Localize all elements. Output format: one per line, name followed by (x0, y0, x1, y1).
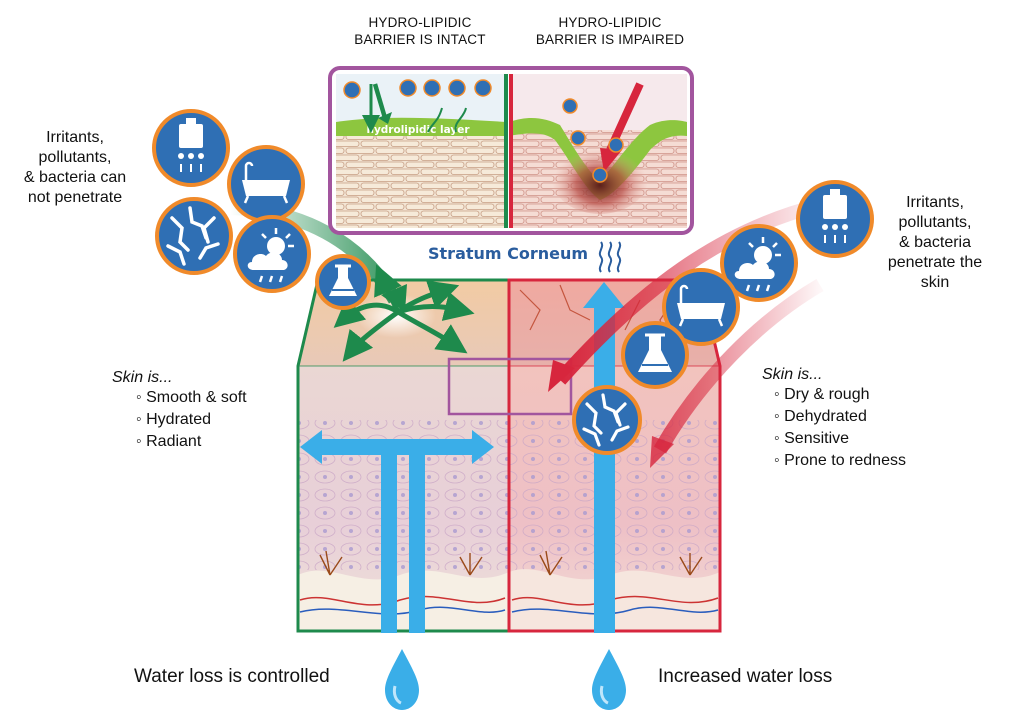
bathtub-icon (227, 145, 305, 223)
right-irritants-line: pollutants, (898, 214, 972, 231)
left-skin-title: Skin is... (112, 369, 173, 386)
penetrate-arrow-2 (653, 278, 824, 454)
zoom-box (447, 357, 573, 416)
left-skin-item: Smooth & soft (136, 387, 292, 409)
right-irritants-line: & bacteria (898, 234, 972, 251)
header-impaired: HYDRO-LIPIDIC BARRIER IS IMPAIRED (520, 14, 700, 48)
right-skin-item: Dehydrated (774, 406, 962, 428)
flask-icon (621, 321, 689, 389)
cracks-icon (155, 197, 233, 275)
water-drop-left (385, 649, 419, 710)
right-skin-item: Prone to redness (774, 450, 962, 472)
right-irritants-line: penetrate the (887, 254, 983, 271)
bathtub-icon (662, 268, 740, 346)
header-intact-line1: HYDRO-LIPIDIC (368, 15, 472, 30)
left-skin-item: Radiant (136, 431, 292, 453)
penetrate-arrowhead-1 (548, 360, 575, 392)
left-irritants-line: pollutants, (38, 149, 112, 166)
weather-icon (720, 224, 798, 302)
right-irritants-line: skin (920, 274, 950, 291)
left-irritants-line: Irritants, (46, 129, 104, 146)
right-skin-item: Dry & rough (774, 384, 962, 406)
weight-icon (152, 109, 230, 187)
incoming-arrowhead-left (381, 284, 407, 312)
cracks-icon (572, 385, 642, 455)
right-skin-item: Sensitive (774, 428, 962, 450)
left-irritants-line: & bacteria can (23, 169, 127, 186)
hydrolipidic-layer-label: hydrolipidic layer (366, 124, 470, 136)
left-irritants-line: not penetrate (27, 189, 123, 206)
header-intact-line2: BARRIER IS INTACT (354, 32, 486, 47)
header-intact: HYDRO-LIPIDIC BARRIER IS INTACT (330, 14, 510, 48)
water-arrows-left (300, 430, 494, 633)
water-drop-right (592, 649, 626, 710)
penetrate-arrowhead-2 (650, 436, 674, 468)
penetrate-arrow-1 (554, 198, 822, 385)
right-bottom-label: Increased water loss (658, 666, 833, 687)
barrier-inset: hydrolipidic layer (328, 66, 694, 235)
weather-icon (233, 215, 311, 293)
right-skin-title: Skin is... (762, 366, 823, 383)
weight-icon (796, 180, 874, 258)
stratum-corneum-label: Stratum Corneum (428, 244, 589, 263)
left-skin-state: Skin is... Smooth & soft Hydrated Radian… (112, 369, 292, 453)
left-bottom-label: Water loss is controlled (134, 666, 330, 687)
header-impaired-line2: BARRIER IS IMPAIRED (535, 32, 685, 47)
flask-icon (315, 254, 371, 310)
header-impaired-line1: HYDRO-LIPIDIC (558, 15, 662, 30)
right-skin-state: Skin is... Dry & rough Dehydrated Sensit… (762, 366, 962, 472)
right-irritants-text: Irritants, pollutants, & bacteria penetr… (868, 193, 1002, 293)
left-skin-item: Hydrated (136, 409, 292, 431)
wavy-lines (598, 241, 622, 273)
left-irritants-text: Irritants, pollutants, & bacteria can no… (4, 128, 146, 208)
right-irritants-line: Irritants, (906, 194, 964, 211)
